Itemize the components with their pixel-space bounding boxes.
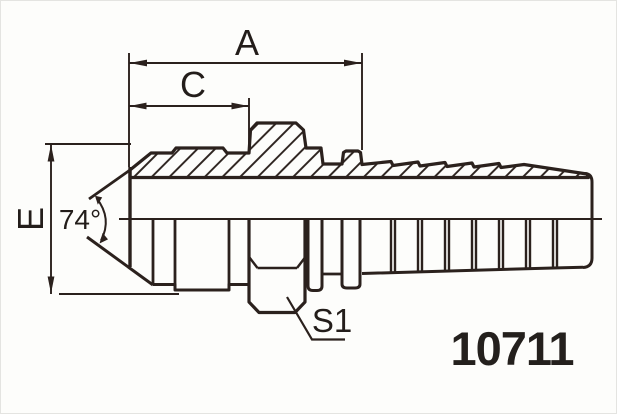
cone-upper-edge bbox=[88, 168, 131, 201]
barb-edges bbox=[389, 219, 559, 273]
angle-dimension bbox=[95, 195, 108, 244]
collar-outline bbox=[306, 219, 324, 292]
fitting-upper-section bbox=[128, 121, 591, 180]
cone-lower-edge bbox=[86, 235, 154, 287]
arrowhead bbox=[129, 102, 147, 110]
arrowhead bbox=[344, 59, 362, 67]
part-number: 10711 bbox=[450, 322, 573, 375]
dimension-a bbox=[128, 53, 363, 167]
arrowhead bbox=[95, 195, 103, 205]
dimension-e bbox=[45, 143, 179, 295]
s1-leader-line bbox=[286, 296, 345, 341]
arrowhead bbox=[47, 144, 55, 162]
arrowhead bbox=[99, 232, 108, 244]
dim-label-a: A bbox=[235, 22, 259, 63]
tail-end-cap bbox=[582, 172, 594, 269]
hex-corner-edge bbox=[296, 256, 306, 269]
thread-outline bbox=[153, 283, 248, 292]
dimension-c bbox=[129, 98, 250, 148]
section-profile bbox=[128, 121, 591, 180]
s1-label: S1 bbox=[312, 302, 352, 339]
shoulder-outline bbox=[340, 219, 362, 290]
arrowhead bbox=[129, 59, 147, 67]
hex-nut-outline bbox=[247, 219, 307, 315]
arrowhead bbox=[231, 102, 249, 110]
arrowhead bbox=[47, 276, 55, 294]
fitting-lower-exterior bbox=[86, 167, 602, 315]
angle-label: 74° bbox=[59, 204, 101, 235]
hex-corner-edge bbox=[248, 256, 259, 269]
dim-label-e: E bbox=[10, 207, 51, 231]
dim-label-c: C bbox=[180, 64, 206, 105]
